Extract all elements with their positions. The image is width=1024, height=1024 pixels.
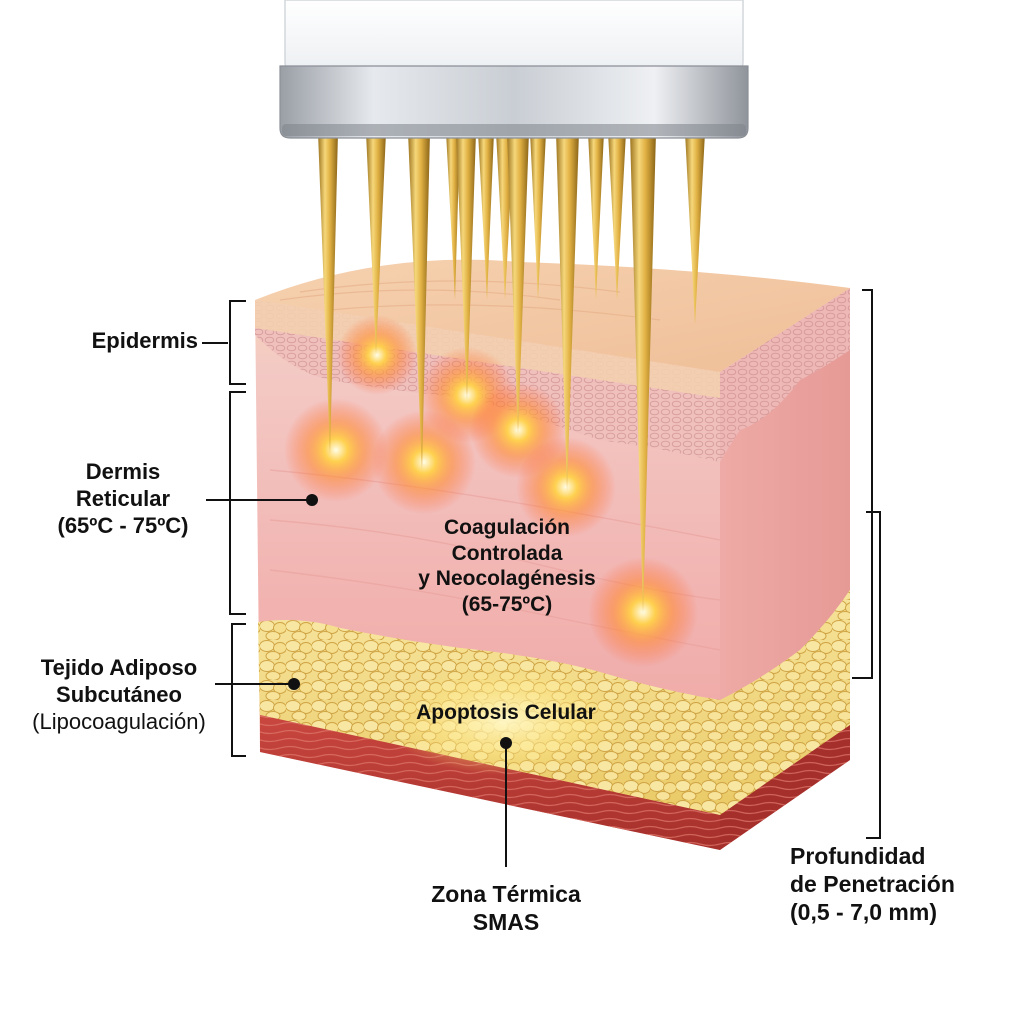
needle — [478, 132, 494, 300]
coagulation-label-line4: (65-75ºC) — [461, 592, 553, 616]
dermis-label-line2: Reticular — [75, 485, 171, 511]
apoptosis-label-text: Apoptosis Celular — [416, 701, 596, 724]
needle — [588, 132, 604, 300]
needle — [318, 132, 338, 455]
depth-label-line1: Profundidad — [790, 843, 926, 869]
adipose-dot — [288, 678, 300, 690]
dermis-bracket — [229, 391, 246, 615]
layer-brackets — [229, 300, 246, 757]
smas-dot — [500, 737, 512, 749]
fat-heat-spot — [385, 665, 625, 775]
leader-dots — [288, 494, 512, 749]
apoptosis-label: Apoptosis Celular — [396, 700, 616, 726]
leader-lines — [202, 342, 507, 867]
gold-microneedles-icon — [318, 132, 705, 615]
dermis-label-line1: Dermis — [85, 459, 161, 484]
coagulation-label-line3: y Neocolagénesis — [418, 567, 596, 591]
dermis-label: Dermis Reticular (65ºC - 75ºC) — [40, 459, 206, 539]
epidermis-label: Epidermis — [92, 328, 198, 355]
needle — [507, 132, 529, 435]
smas-label-line1: Zona Térmica — [431, 881, 581, 907]
needle — [408, 132, 430, 470]
dermis-dot — [306, 494, 318, 506]
needle — [530, 132, 546, 300]
adipose-label-line3: (Lipocoagulación) — [32, 708, 206, 734]
heat-spot — [284, 398, 388, 502]
rf-microneedling-handpiece-icon — [279, 0, 749, 139]
smas-label: Zona Térmica SMAS — [392, 880, 620, 936]
coagulation-label-line1: Coagulación — [443, 516, 570, 539]
depth-bracket — [852, 289, 881, 839]
heat-spot — [516, 437, 616, 537]
coagulation-label: Coagulación Controlada y Neocolagénesis … — [400, 515, 614, 617]
depth-label-line3: (0,5 - 7,0 mm) — [790, 899, 937, 926]
smas-label-line2: SMAS — [472, 909, 540, 936]
adipose-label-line1: Tejido Adiposo — [40, 655, 198, 680]
coagulation-label-line2: Controlada — [451, 541, 563, 565]
depth-label: Profundidad de Penetración (0,5 - 7,0 mm… — [790, 842, 955, 926]
epidermis-bracket — [229, 300, 246, 385]
heat-spot — [337, 315, 417, 395]
needle — [446, 132, 460, 300]
epidermis-label-text: Epidermis — [91, 328, 198, 353]
needle — [556, 132, 579, 492]
thermal-heat-spots — [284, 315, 698, 775]
adipose-label-line2: Subcutáneo — [56, 681, 182, 707]
dermis-label-line3: (65ºC - 75ºC) — [57, 512, 189, 538]
needle — [608, 132, 626, 300]
adipose-bracket — [231, 623, 246, 757]
needle — [630, 132, 656, 615]
adipose-label: Tejido Adiposo Subcutáneo (Lipocoagulaci… — [18, 655, 220, 735]
skin-surface — [255, 259, 850, 372]
needle — [366, 132, 386, 355]
needle — [456, 132, 476, 400]
heat-spot — [372, 410, 476, 514]
depth-label-line2: de Penetración — [790, 871, 955, 898]
needle — [685, 132, 705, 325]
